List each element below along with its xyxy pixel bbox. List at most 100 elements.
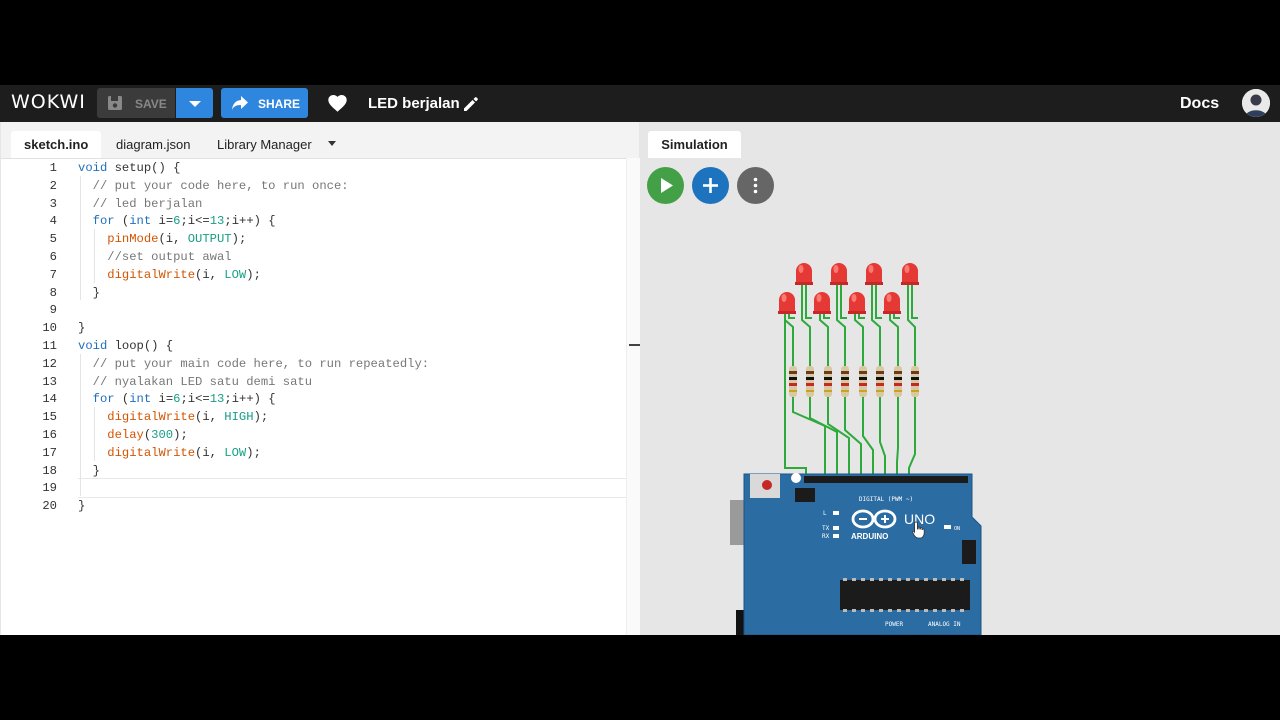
chip-pin xyxy=(906,578,910,581)
led-rim xyxy=(883,311,901,314)
chip-pin xyxy=(915,609,919,612)
chip-pin xyxy=(843,578,847,581)
ground-wire xyxy=(875,283,882,319)
code-line[interactable]: // nyalakan LED satu demi satu xyxy=(92,374,313,389)
code-line[interactable]: //set output awal xyxy=(107,250,232,264)
rx-label: RX xyxy=(822,533,830,540)
resistor-band xyxy=(894,371,902,374)
code-line[interactable]: } xyxy=(78,285,100,300)
resistor xyxy=(911,366,919,397)
code-line[interactable]: } xyxy=(78,321,86,336)
chip-pin xyxy=(942,578,946,581)
led-body xyxy=(779,292,795,312)
indent-guide xyxy=(94,407,95,461)
start-simulation-button[interactable] xyxy=(647,167,684,204)
led xyxy=(848,292,866,314)
resistor xyxy=(841,366,849,397)
pin-wire xyxy=(862,397,874,476)
led xyxy=(865,263,883,285)
chip-pin xyxy=(915,578,919,581)
chip-pin xyxy=(843,609,847,612)
share-button[interactable]: SHARE xyxy=(221,88,308,118)
save-button[interactable]: SAVE xyxy=(97,88,175,118)
led-highlight xyxy=(886,294,892,302)
pin-wire xyxy=(827,397,850,476)
user-avatar[interactable] xyxy=(1242,89,1270,117)
editor-scrollbar[interactable] xyxy=(626,158,640,635)
tab-sketch-ino[interactable]: sketch.ino xyxy=(11,131,102,158)
code-line[interactable]: } xyxy=(78,463,100,478)
resistor-band xyxy=(789,390,797,392)
led-rim xyxy=(830,282,848,285)
chip-pin xyxy=(897,578,901,581)
led-body xyxy=(902,263,918,283)
tabs-menu-caret-icon[interactable] xyxy=(328,141,336,146)
resistor-band xyxy=(806,377,814,380)
chip-pin xyxy=(942,609,946,612)
chip-pin xyxy=(852,578,856,581)
indent-guide xyxy=(80,353,81,497)
code-line[interactable]: for (int i=6;i<=13;i++) { xyxy=(92,214,276,229)
line-number: 15 xyxy=(42,410,57,425)
code-line[interactable]: digitalWrite(i, HIGH); xyxy=(107,410,269,425)
chip-pin xyxy=(852,609,856,612)
code-line[interactable]: pinMode(i, OUTPUT); xyxy=(107,232,247,247)
circuit-canvas[interactable]: DIGITAL (PWM ~) L TX RX UNO ARDUINO ON xyxy=(640,122,1280,635)
code-line[interactable]: delay(300); xyxy=(107,428,188,442)
code-line[interactable]: for (int i=6;i<=13;i++) { xyxy=(92,392,276,407)
wokwi-logo[interactable]: WOKWI xyxy=(11,91,86,113)
docs-link[interactable]: Docs xyxy=(1180,95,1220,112)
line-number: 14 xyxy=(42,392,57,407)
ground-return-wire xyxy=(784,318,807,476)
led-body xyxy=(884,292,900,312)
caret-down-icon xyxy=(189,101,201,107)
code-line[interactable]: // put your main code here, to run repea… xyxy=(92,356,430,371)
code-line[interactable]: digitalWrite(i, LOW); xyxy=(107,445,261,460)
code-line[interactable]: digitalWrite(i, LOW); xyxy=(107,267,261,282)
pencil-edit-icon[interactable] xyxy=(462,95,480,113)
ground-wire xyxy=(840,283,847,319)
code-line[interactable]: // led berjalan xyxy=(92,196,203,211)
analog-header-label: ANALOG IN xyxy=(928,621,961,628)
led-body xyxy=(866,263,882,283)
arduino-uno-board[interactable]: DIGITAL (PWM ~) L TX RX UNO ARDUINO ON xyxy=(730,473,982,635)
add-part-button[interactable] xyxy=(692,167,729,204)
resistor xyxy=(894,366,902,397)
code-line[interactable]: // put your code here, to run once: xyxy=(92,178,349,193)
resistor-band xyxy=(859,377,867,380)
pin-wire xyxy=(896,397,899,476)
tab-diagram-json[interactable]: diagram.json xyxy=(116,137,191,152)
line-number: 7 xyxy=(49,267,57,282)
resistor-band xyxy=(859,390,867,392)
resistor-body xyxy=(789,366,797,397)
tab-library-manager[interactable]: Library Manager xyxy=(217,137,312,152)
code-line[interactable]: void setup() { xyxy=(78,161,181,175)
resistors xyxy=(789,366,919,397)
tab-simulation[interactable]: Simulation xyxy=(648,131,741,158)
led-highlight xyxy=(868,265,874,273)
code-line[interactable]: } xyxy=(78,499,86,514)
line-number: 2 xyxy=(49,178,57,193)
project-title[interactable]: LED berjalan xyxy=(368,95,460,112)
tx-label: TX xyxy=(822,525,830,532)
led-rim xyxy=(795,282,813,285)
heart-icon[interactable] xyxy=(327,93,348,113)
more-options-button[interactable] xyxy=(737,167,774,204)
save-options-dropdown[interactable] xyxy=(176,88,213,118)
code-line[interactable]: void loop() { xyxy=(78,339,174,353)
mounting-hole xyxy=(791,473,801,483)
reset-button[interactable] xyxy=(762,480,772,490)
led-body xyxy=(831,263,847,283)
resistor-band xyxy=(876,390,884,392)
share-arrow-icon xyxy=(232,96,248,110)
resistor xyxy=(824,366,832,397)
user-avatar-icon xyxy=(1242,89,1270,117)
on-label: ON xyxy=(954,526,960,532)
line-number: 3 xyxy=(49,196,57,211)
pin-wire xyxy=(879,397,886,476)
pin-wire xyxy=(809,397,838,476)
resistor-band xyxy=(806,383,814,386)
resistor-band xyxy=(841,377,849,380)
app-window: WOKWI SAVE SHARE LED berjalan Doc xyxy=(0,85,1280,635)
